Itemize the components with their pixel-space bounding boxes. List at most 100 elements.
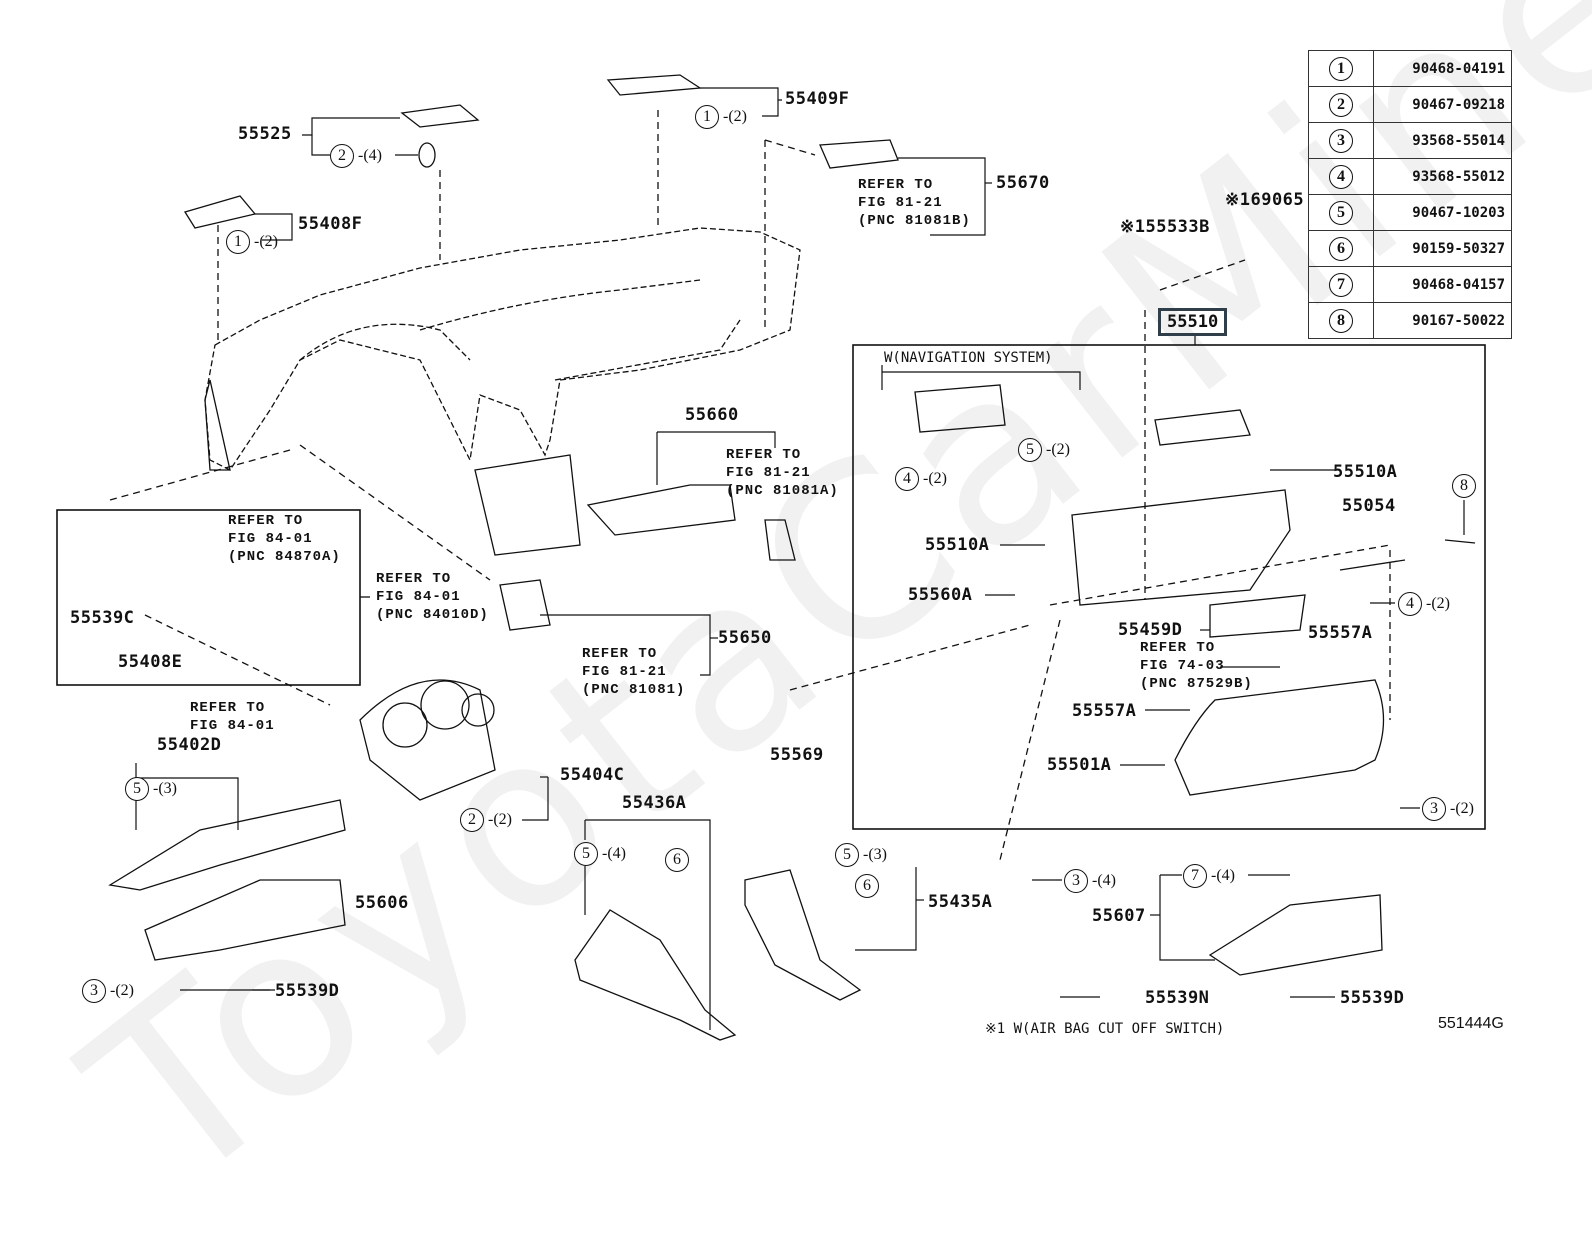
legend-part-number[interactable]: 90167-50022 — [1373, 302, 1512, 339]
fastener-number: 5 — [835, 843, 859, 867]
fastener-number: 6 — [665, 848, 689, 872]
part-label-55510A-left[interactable]: 55510A — [925, 535, 990, 555]
fastener-number: 1 — [226, 230, 250, 254]
legend-part-number[interactable]: 93568-55014 — [1373, 122, 1512, 159]
legend-number: 2 — [1329, 92, 1353, 117]
part-label-55402D[interactable]: 55402D — [157, 735, 222, 755]
part-label-169065[interactable]: ※169065 — [1225, 190, 1305, 210]
fastener-number: 3 — [1064, 869, 1088, 893]
refer-note-81081A[interactable]: REFER TO FIG 81-21 (PNC 81081A) — [726, 447, 839, 499]
refer-note-84-01[interactable]: REFER TO FIG 84-01 — [190, 700, 275, 734]
part-label-55436A[interactable]: 55436A — [622, 793, 687, 813]
part-label-55650[interactable]: 55650 — [718, 628, 772, 648]
legend-number: 5 — [1329, 200, 1353, 225]
figure-id: 551444G — [1438, 1015, 1504, 1032]
legend-number: 3 — [1329, 128, 1353, 153]
callout-fastener-55436A-5[interactable]: 5-(4) — [574, 842, 626, 866]
fastener-number: 2 — [460, 808, 484, 832]
legend-part-number[interactable]: 90468-04157 — [1373, 266, 1512, 303]
part-illustrations — [56, 74, 1486, 1041]
refer-note-84010D[interactable]: REFER TO FIG 84-01 (PNC 84010D) — [376, 571, 489, 623]
part-label-55510A-right[interactable]: 55510A — [1333, 462, 1398, 482]
callout-fastener-55409F[interactable]: 1-(2) — [695, 105, 747, 129]
fastener-number: 5 — [1018, 438, 1042, 462]
fastener-qty: -(2) — [1046, 441, 1070, 458]
part-label-55510-highlighted[interactable]: 55510 — [1158, 308, 1228, 336]
legend-number-cell: 8 — [1308, 302, 1374, 339]
callout-fastener-55435A-6[interactable]: 6 — [855, 874, 879, 898]
callout-fastener-55402D[interactable]: 5-(3) — [125, 777, 177, 801]
legend-part-number[interactable]: 90468-04191 — [1373, 50, 1512, 87]
legend-part-number[interactable]: 90467-09218 — [1373, 86, 1512, 123]
fastener-qty: -(4) — [1092, 872, 1116, 889]
legend-part-number[interactable]: 90159-50327 — [1373, 230, 1512, 267]
callout-fastener-55607[interactable]: 7-(4) — [1183, 864, 1235, 888]
callout-fastener-nav-4[interactable]: 4-(2) — [895, 467, 947, 491]
callout-fastener-55435A-5[interactable]: 5-(3) — [835, 843, 887, 867]
part-label-55539N[interactable]: 55539N — [1145, 988, 1210, 1008]
part-label-55459D[interactable]: 55459D — [1118, 620, 1183, 640]
part-label-55409F[interactable]: 55409F — [785, 89, 850, 109]
dashboard-panel-drawing — [204, 227, 801, 471]
part-label-55404C[interactable]: 55404C — [560, 765, 625, 785]
callout-fastener-nav-5[interactable]: 5-(2) — [1018, 438, 1070, 462]
fastener-number: 3 — [1422, 797, 1446, 821]
legend-part-number[interactable]: 93568-55012 — [1373, 158, 1512, 195]
part-label-55501A[interactable]: 55501A — [1047, 755, 1112, 775]
glove-box-drawing — [914, 384, 1476, 796]
part-label-55525[interactable]: 55525 — [238, 124, 292, 144]
callout-fastener-right-4[interactable]: 4-(2) — [1398, 592, 1450, 616]
legend-row: 3 93568-55014 — [1308, 122, 1512, 159]
part-label-55435A[interactable]: 55435A — [928, 892, 993, 912]
part-label-55408F[interactable]: 55408F — [298, 214, 363, 234]
callout-fastener-55525[interactable]: 2-(4) — [330, 144, 382, 168]
legend-part-number[interactable]: 90467-10203 — [1373, 194, 1512, 231]
callout-fastener-55408F[interactable]: 1-(2) — [226, 230, 278, 254]
part-label-55539D-right[interactable]: 55539D — [1340, 988, 1405, 1008]
vents-drawing — [474, 139, 899, 631]
fastener-number: 3 — [82, 979, 106, 1003]
fastener-qty: -(2) — [923, 470, 947, 487]
fastener-number: 1 — [695, 105, 719, 129]
legend-row: 2 90467-09218 — [1308, 86, 1512, 123]
part-label-55408E[interactable]: 55408E — [118, 652, 183, 672]
callout-fastener-right-3[interactable]: 3-(2) — [1422, 797, 1474, 821]
part-label-55557A-right[interactable]: 55557A — [1308, 623, 1373, 643]
callout-fastener-55436A-6[interactable]: 6 — [665, 848, 689, 872]
callout-fastener-center-3[interactable]: 3-(4) — [1064, 869, 1116, 893]
part-label-55560A[interactable]: 55560A — [908, 585, 973, 605]
callout-fastener-55404C[interactable]: 2-(2) — [460, 808, 512, 832]
fastener-qty: -(4) — [602, 845, 626, 862]
legend-number-cell: 6 — [1308, 230, 1374, 267]
refer-note-81081B[interactable]: REFER TO FIG 81-21 (PNC 81081B) — [858, 177, 971, 229]
refer-note-87529B[interactable]: REFER TO FIG 74-03 (PNC 87529B) — [1140, 640, 1253, 692]
part-label-55606[interactable]: 55606 — [355, 893, 409, 913]
fastener-qty: -(2) — [1426, 595, 1450, 612]
fastener-qty: -(2) — [110, 982, 134, 999]
fastener-qty: -(2) — [488, 811, 512, 828]
part-label-55569[interactable]: 55569 — [770, 745, 824, 765]
legend-number: 1 — [1329, 56, 1353, 81]
part-label-55054[interactable]: 55054 — [1342, 496, 1396, 516]
refer-note-84870A[interactable]: REFER TO FIG 84-01 (PNC 84870A) — [228, 513, 341, 565]
fastener-qty: -(2) — [254, 233, 278, 250]
part-label-55607[interactable]: 55607 — [1092, 906, 1146, 926]
part-label-55539D-left[interactable]: 55539D — [275, 981, 340, 1001]
fastener-number: 2 — [330, 144, 354, 168]
fastener-number: 8 — [1452, 474, 1476, 498]
lower-trims-drawing — [108, 679, 1383, 1041]
part-label-155533B[interactable]: ※155533B — [1120, 217, 1210, 237]
part-label-55670[interactable]: 55670 — [996, 173, 1050, 193]
part-label-55557A-left[interactable]: 55557A — [1072, 701, 1137, 721]
part-label-55660[interactable]: 55660 — [685, 405, 739, 425]
refer-note-81081[interactable]: REFER TO FIG 81-21 (PNC 81081) — [582, 646, 686, 698]
fastener-qty: -(4) — [1211, 867, 1235, 884]
legend-number-cell: 7 — [1308, 266, 1374, 303]
fastener-qty: -(2) — [1450, 800, 1474, 817]
callout-fastener-right-8[interactable]: 8 — [1452, 474, 1476, 498]
callout-fastener-bottom-left-3[interactable]: 3-(2) — [82, 979, 134, 1003]
part-label-55539C[interactable]: 55539C — [70, 608, 135, 628]
